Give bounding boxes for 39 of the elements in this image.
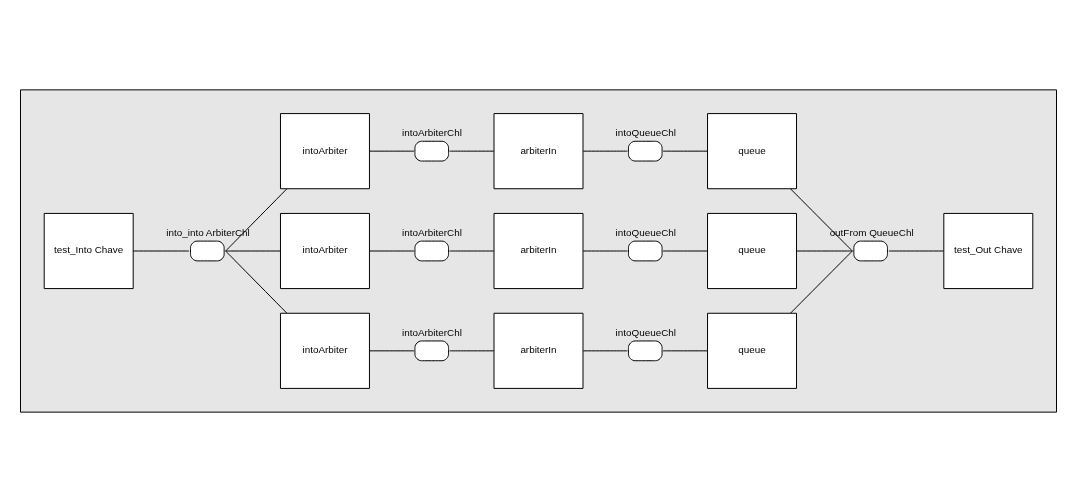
node-box: arbiterIn (493, 212, 584, 290)
connector (225, 250, 288, 314)
connector (132, 250, 190, 252)
node-box: test_Out Chave (943, 212, 1034, 290)
connector (449, 250, 495, 252)
connector (790, 188, 853, 252)
connector (582, 250, 628, 252)
node-label: intoArbiterChl (402, 127, 462, 139)
node-box: intoArbiter (280, 312, 370, 389)
connector (225, 188, 288, 252)
node-box: arbiterIn (493, 113, 584, 190)
connector (582, 150, 628, 152)
connector (369, 350, 415, 352)
node-box: test_Into Chave (43, 212, 134, 290)
connector (582, 350, 628, 352)
node-box: queue (707, 212, 797, 290)
connector (449, 150, 495, 152)
connector (662, 350, 708, 352)
node-box: intoArbiter (280, 113, 370, 190)
connector (369, 250, 415, 252)
node-label: outFrom QueueChl (829, 227, 914, 239)
connector (790, 250, 853, 314)
connector (662, 250, 708, 252)
connector (796, 250, 853, 252)
node-label: intoQueueChl (615, 127, 676, 139)
node-label: intoArbiterChl (402, 227, 462, 239)
connector (662, 150, 708, 152)
node-box: intoArbiter (280, 212, 370, 290)
node-box: queue (707, 113, 797, 190)
connector (225, 250, 281, 252)
connector (369, 150, 415, 152)
connector (888, 250, 945, 252)
node-box: arbiterIn (493, 312, 584, 389)
node-label: intoQueueChl (615, 227, 676, 239)
node-label: intoQueueChl (615, 327, 676, 339)
node-label: intoArbiterChl (402, 327, 462, 339)
node-box: queue (707, 312, 797, 389)
connector (449, 350, 495, 352)
cluster (20, 89, 1057, 413)
